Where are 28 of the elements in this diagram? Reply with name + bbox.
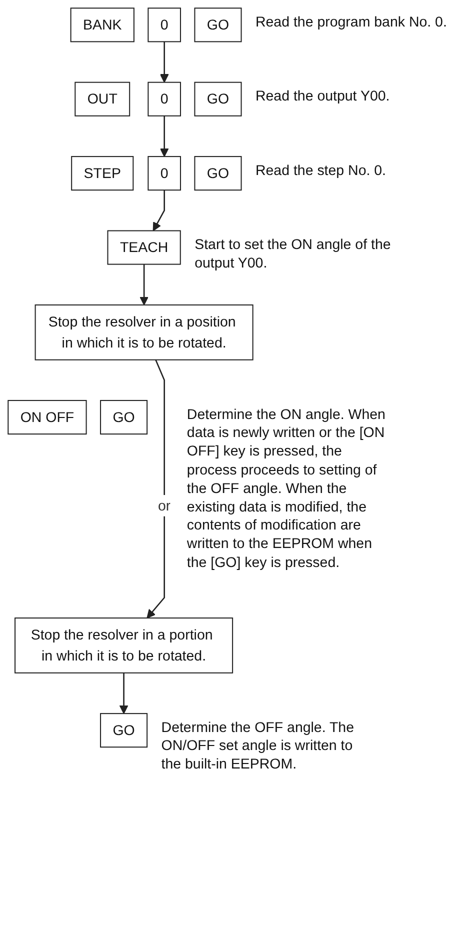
node-box: GO <box>194 156 242 191</box>
node-box: GO <box>194 82 242 116</box>
node-box: STEP <box>71 156 134 191</box>
arrow <box>152 190 165 232</box>
node-box: GO <box>100 713 148 748</box>
node-box: OUT <box>74 82 130 116</box>
node-box: GO <box>194 8 242 42</box>
node-box: BANK <box>70 8 134 42</box>
step-note: Read the output Y00. <box>255 86 391 105</box>
arrow <box>140 264 149 306</box>
edge-label: or <box>158 497 171 514</box>
arrow <box>119 672 128 714</box>
node-box: Stop the resolver in a portion in which it is to be rotated. <box>14 618 234 674</box>
node-box: 0 <box>148 82 181 116</box>
step-note: Read the step No. 0. <box>255 160 388 180</box>
step-note: Start to set the ON angle of the output Y00. <box>194 234 392 272</box>
arrow <box>160 116 169 157</box>
node-box: GO <box>100 400 148 435</box>
step-note: Read the program bank No. 0. <box>255 12 448 31</box>
step-note: Determine the OFF angle. The ON/OFF set angle is written to the built-in EEPROM. <box>161 718 356 774</box>
node-box: 0 <box>148 8 181 42</box>
node-box: 0 <box>148 156 181 191</box>
arrow <box>160 42 169 83</box>
node-box: TEACH <box>107 230 181 265</box>
node-box: Stop the resolver in a position in which it is to be rotated. <box>34 304 254 360</box>
step-note: Determine the ON angle. When data is newly written or the [ON OFF] key is pressed, the process proceeds to setting of the OFF angle. When the existing data is modified, the contents of modification are written to the EEPROM when the [GO] key is pressed. <box>186 404 386 571</box>
arrow <box>146 360 165 618</box>
node-box: ON OFF <box>8 400 87 435</box>
